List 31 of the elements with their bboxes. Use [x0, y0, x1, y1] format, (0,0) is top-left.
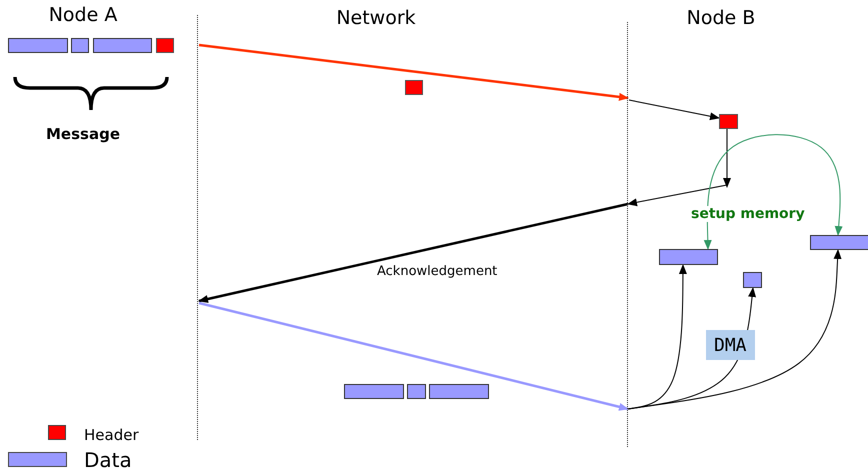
- edge-label: setup memory: [690, 206, 806, 222]
- header-box: [719, 114, 738, 129]
- arrow: [704, 134, 843, 250]
- arrow: [198, 44, 629, 101]
- data-bar: [743, 272, 762, 288]
- arrow: [628, 249, 842, 410]
- timeline-divider: [197, 15, 199, 440]
- header-box: [156, 38, 174, 53]
- column-heading: Node B: [686, 7, 756, 29]
- arrow: [198, 202, 628, 303]
- timeline-divider: [627, 22, 629, 447]
- data-bar: [429, 384, 489, 399]
- legend-label: Data: [84, 448, 132, 469]
- legend-label: Header: [84, 426, 139, 444]
- data-bar: [8, 38, 68, 53]
- column-heading: Node A: [48, 4, 118, 26]
- data-bar: [344, 384, 404, 399]
- data-bar: [659, 249, 718, 265]
- column-heading: Network: [336, 7, 416, 29]
- dma-label: DMA: [706, 330, 755, 360]
- data-bar: [407, 384, 426, 399]
- edge-label: Acknowledgement: [376, 264, 498, 279]
- arrow: [723, 128, 731, 188]
- header-box: [405, 80, 423, 95]
- arrow: [627, 184, 728, 206]
- arrow: [198, 302, 629, 411]
- data-bar: [810, 235, 868, 250]
- data-bar: [71, 38, 89, 53]
- arrow: [628, 100, 720, 120]
- brace-label: Message: [46, 125, 120, 143]
- data-bar: [93, 38, 152, 53]
